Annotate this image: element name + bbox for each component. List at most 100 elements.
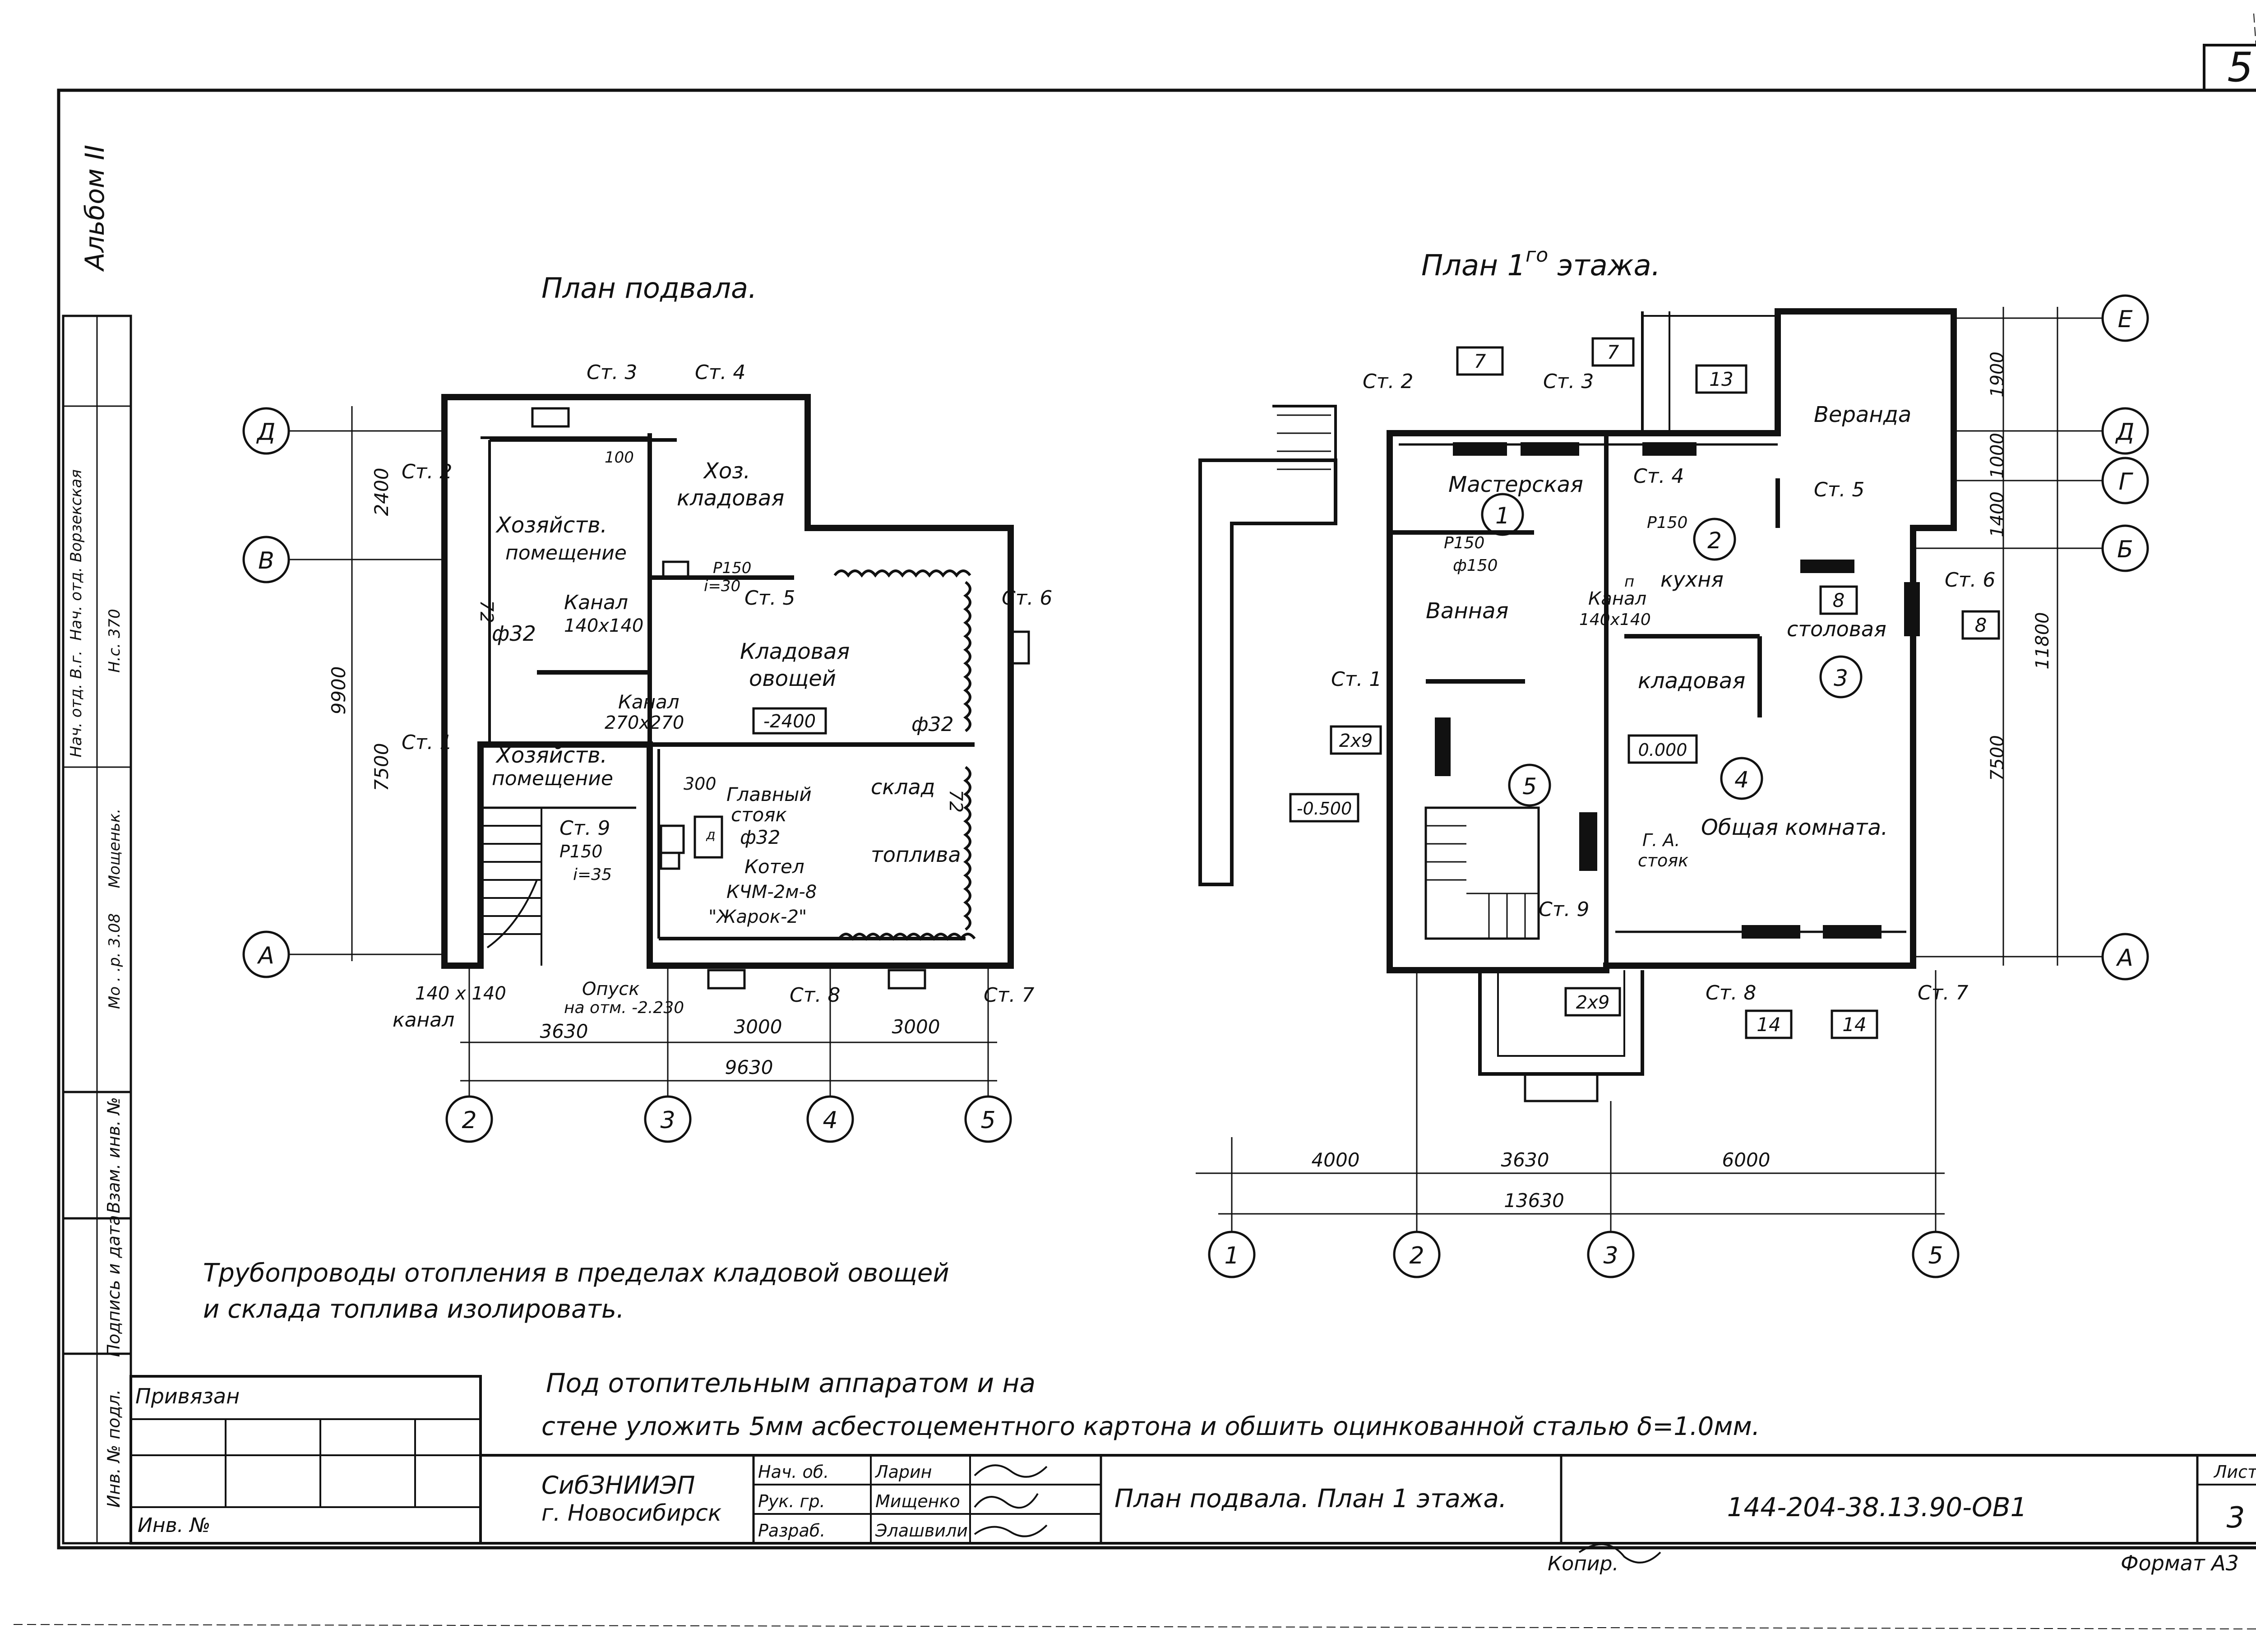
floor1-room-num-2: 2 <box>1707 528 1722 554</box>
note-pipes-1: Трубопроводы отопления в пределах кладов… <box>203 1259 949 1288</box>
floor1-riser-8: Ст. 8 <box>1706 981 1756 1004</box>
basement-boil3: "Жарок-2" <box>708 907 807 927</box>
basement-d300: 300 <box>684 774 717 794</box>
basement-i35: i=35 <box>573 865 612 884</box>
floor1-room-bath: Ванная <box>1426 598 1508 624</box>
floor1-dim-11800: 11800 <box>2032 612 2053 669</box>
floor1-title-main: План 1 <box>1421 249 1526 282</box>
basement-d-mark: д <box>706 827 716 843</box>
strip-sign-date: Подпись и дата <box>104 1215 124 1357</box>
basement-riser-6: Ст. 6 <box>1002 587 1052 610</box>
floor1-riser-4: Ст. 4 <box>1633 465 1684 488</box>
floor1-dim-6000: 6000 <box>1722 1149 1771 1171</box>
floor1-room-pantry: кладовая <box>1638 668 1745 694</box>
floor1-box-7a: 7 <box>1474 350 1486 372</box>
tb-role-1: Нач. об. <box>758 1462 829 1482</box>
tb-name-3: Элашвили <box>875 1521 968 1541</box>
floor1-ga2: стояк <box>1638 851 1688 870</box>
floor1-ga1: Г. А. <box>1642 830 1680 850</box>
floor1-box-2x9a: 2х9 <box>1339 731 1373 751</box>
basement-axis-V: В <box>258 547 274 574</box>
tb-org-2: г. Новосибирск <box>541 1500 721 1526</box>
basement-boil2: КЧМ-2м-8 <box>726 882 817 902</box>
floor1-riser-2: Ст. 2 <box>1363 370 1413 393</box>
basement-riser-5: Ст. 5 <box>744 587 795 610</box>
tb-privyazan: Привязан <box>135 1384 240 1408</box>
strip-vzam: Взам. инв. № <box>104 1097 124 1213</box>
basement-riser-1: Ст. 1 <box>402 731 452 754</box>
floor1-riser-6: Ст. 6 <box>1945 569 1995 592</box>
floor1-plan <box>1198 308 1957 1102</box>
tb-name-2: Мищенко <box>875 1491 960 1511</box>
basement-riser-3: Ст. 3 <box>587 361 637 384</box>
album-label: Альбом II <box>79 145 110 273</box>
radiator <box>1904 582 1920 636</box>
basement-room-1a: Хозяйств. <box>495 513 607 538</box>
basement-room-3a: Кладовая <box>740 639 850 664</box>
strip-stamp-4: Мощеньк. <box>106 809 124 888</box>
basement-axis-A: А <box>257 942 274 969</box>
basement-boil1: Котел <box>744 856 804 878</box>
basement-room-4b: помещение <box>492 767 613 790</box>
basement-riser-8: Ст. 8 <box>790 984 840 1007</box>
floor1-k140: 140х140 <box>1579 611 1651 629</box>
radiator <box>1435 717 1451 776</box>
floor1-box-lvl-zero: 0.000 <box>1638 740 1687 760</box>
floor1-p150: Р150 <box>1444 534 1484 552</box>
tb-name-1: Ларин <box>874 1462 932 1482</box>
format-label: Формат А3 <box>2121 1551 2239 1575</box>
basement-plan <box>441 394 1030 990</box>
floor1-box-13: 13 <box>1709 368 1733 390</box>
floor1-dim-7500: 7500 <box>1987 735 2008 781</box>
basement-p150b: Р150 <box>559 842 602 861</box>
basement-axis-5: 5 <box>980 1107 995 1134</box>
floor1-axis-B: Б <box>2117 536 2133 563</box>
basement-room-4a: Хозяйств. <box>495 743 607 768</box>
basement-level-box <box>752 707 827 735</box>
sheet-number: 5 <box>2227 44 2253 91</box>
tb-org-1: СибЗНИИЭП <box>541 1471 695 1499</box>
floor1-box-2x9b: 2х9 <box>1576 992 1610 1013</box>
floor1-axis-5: 5 <box>1928 1242 1943 1269</box>
basement-k140: 140х140 <box>564 615 643 636</box>
floor1-axis-2: 2 <box>1409 1242 1424 1269</box>
strip-stamp-5: Мо . .р. 3.08 <box>106 913 124 1009</box>
floor1-riser-1: Ст. 1 <box>1331 668 1382 691</box>
floor1-room-kitchen: кухня <box>1660 567 1724 592</box>
basement-dim-total: 9630 <box>725 1056 773 1078</box>
basement-n72a: 72 <box>476 600 497 623</box>
tb-list-label: Лист <box>2213 1462 2256 1482</box>
basement-dim-2400: 2400 <box>370 468 393 516</box>
strip-stamp-1: Нач. отд. Ворзекская <box>67 469 85 641</box>
floor1-room-dining: столовая <box>1787 617 1886 641</box>
basement-riser-9: Ст. 9 <box>559 817 610 840</box>
strip-inv-orig: Инв. № подл. <box>104 1389 124 1508</box>
basement-level: -2400 <box>763 711 816 732</box>
basement-p150: Р150 <box>713 559 751 577</box>
floor1-room-num-1: 1 <box>1495 503 1510 529</box>
floor1-box-lvl-neg: -0.500 <box>1297 799 1352 819</box>
tb-signatures <box>974 1464 1661 1564</box>
copied-label: Копир. <box>1548 1552 1618 1575</box>
tb-code: 144-204-38.13.90-ОВ1 <box>1727 1492 2027 1522</box>
basement-room-5a: склад <box>871 775 935 799</box>
basement-d32a: ф32 <box>492 621 536 646</box>
basement-axis-4: 4 <box>823 1107 837 1134</box>
basement-main1: Главный <box>726 783 812 805</box>
floor1-room-veranda: Веранда <box>1814 402 1911 427</box>
basement-dim-3000a: 3000 <box>734 1016 782 1038</box>
floor1-riser-7: Ст. 7 <box>1918 981 1968 1004</box>
tb-role-2: Рук. гр. <box>758 1491 825 1511</box>
floor1-axes <box>1196 294 2149 1278</box>
basement-axis-D: Д <box>256 419 276 446</box>
floor1-n: п <box>1624 573 1634 591</box>
basement-main3: ф32 <box>740 826 780 848</box>
floor1-dim-total: 13630 <box>1504 1189 1564 1212</box>
floor1-axis-3: 3 <box>1603 1242 1618 1269</box>
basement-riser-2: Ст. 2 <box>402 460 452 483</box>
floor1-box-8b: 8 <box>1975 614 1987 636</box>
basement-dim-9900: 9900 <box>328 666 350 715</box>
floor1-room-num-5: 5 <box>1522 773 1537 800</box>
basement-dim-3000b: 3000 <box>892 1016 940 1038</box>
